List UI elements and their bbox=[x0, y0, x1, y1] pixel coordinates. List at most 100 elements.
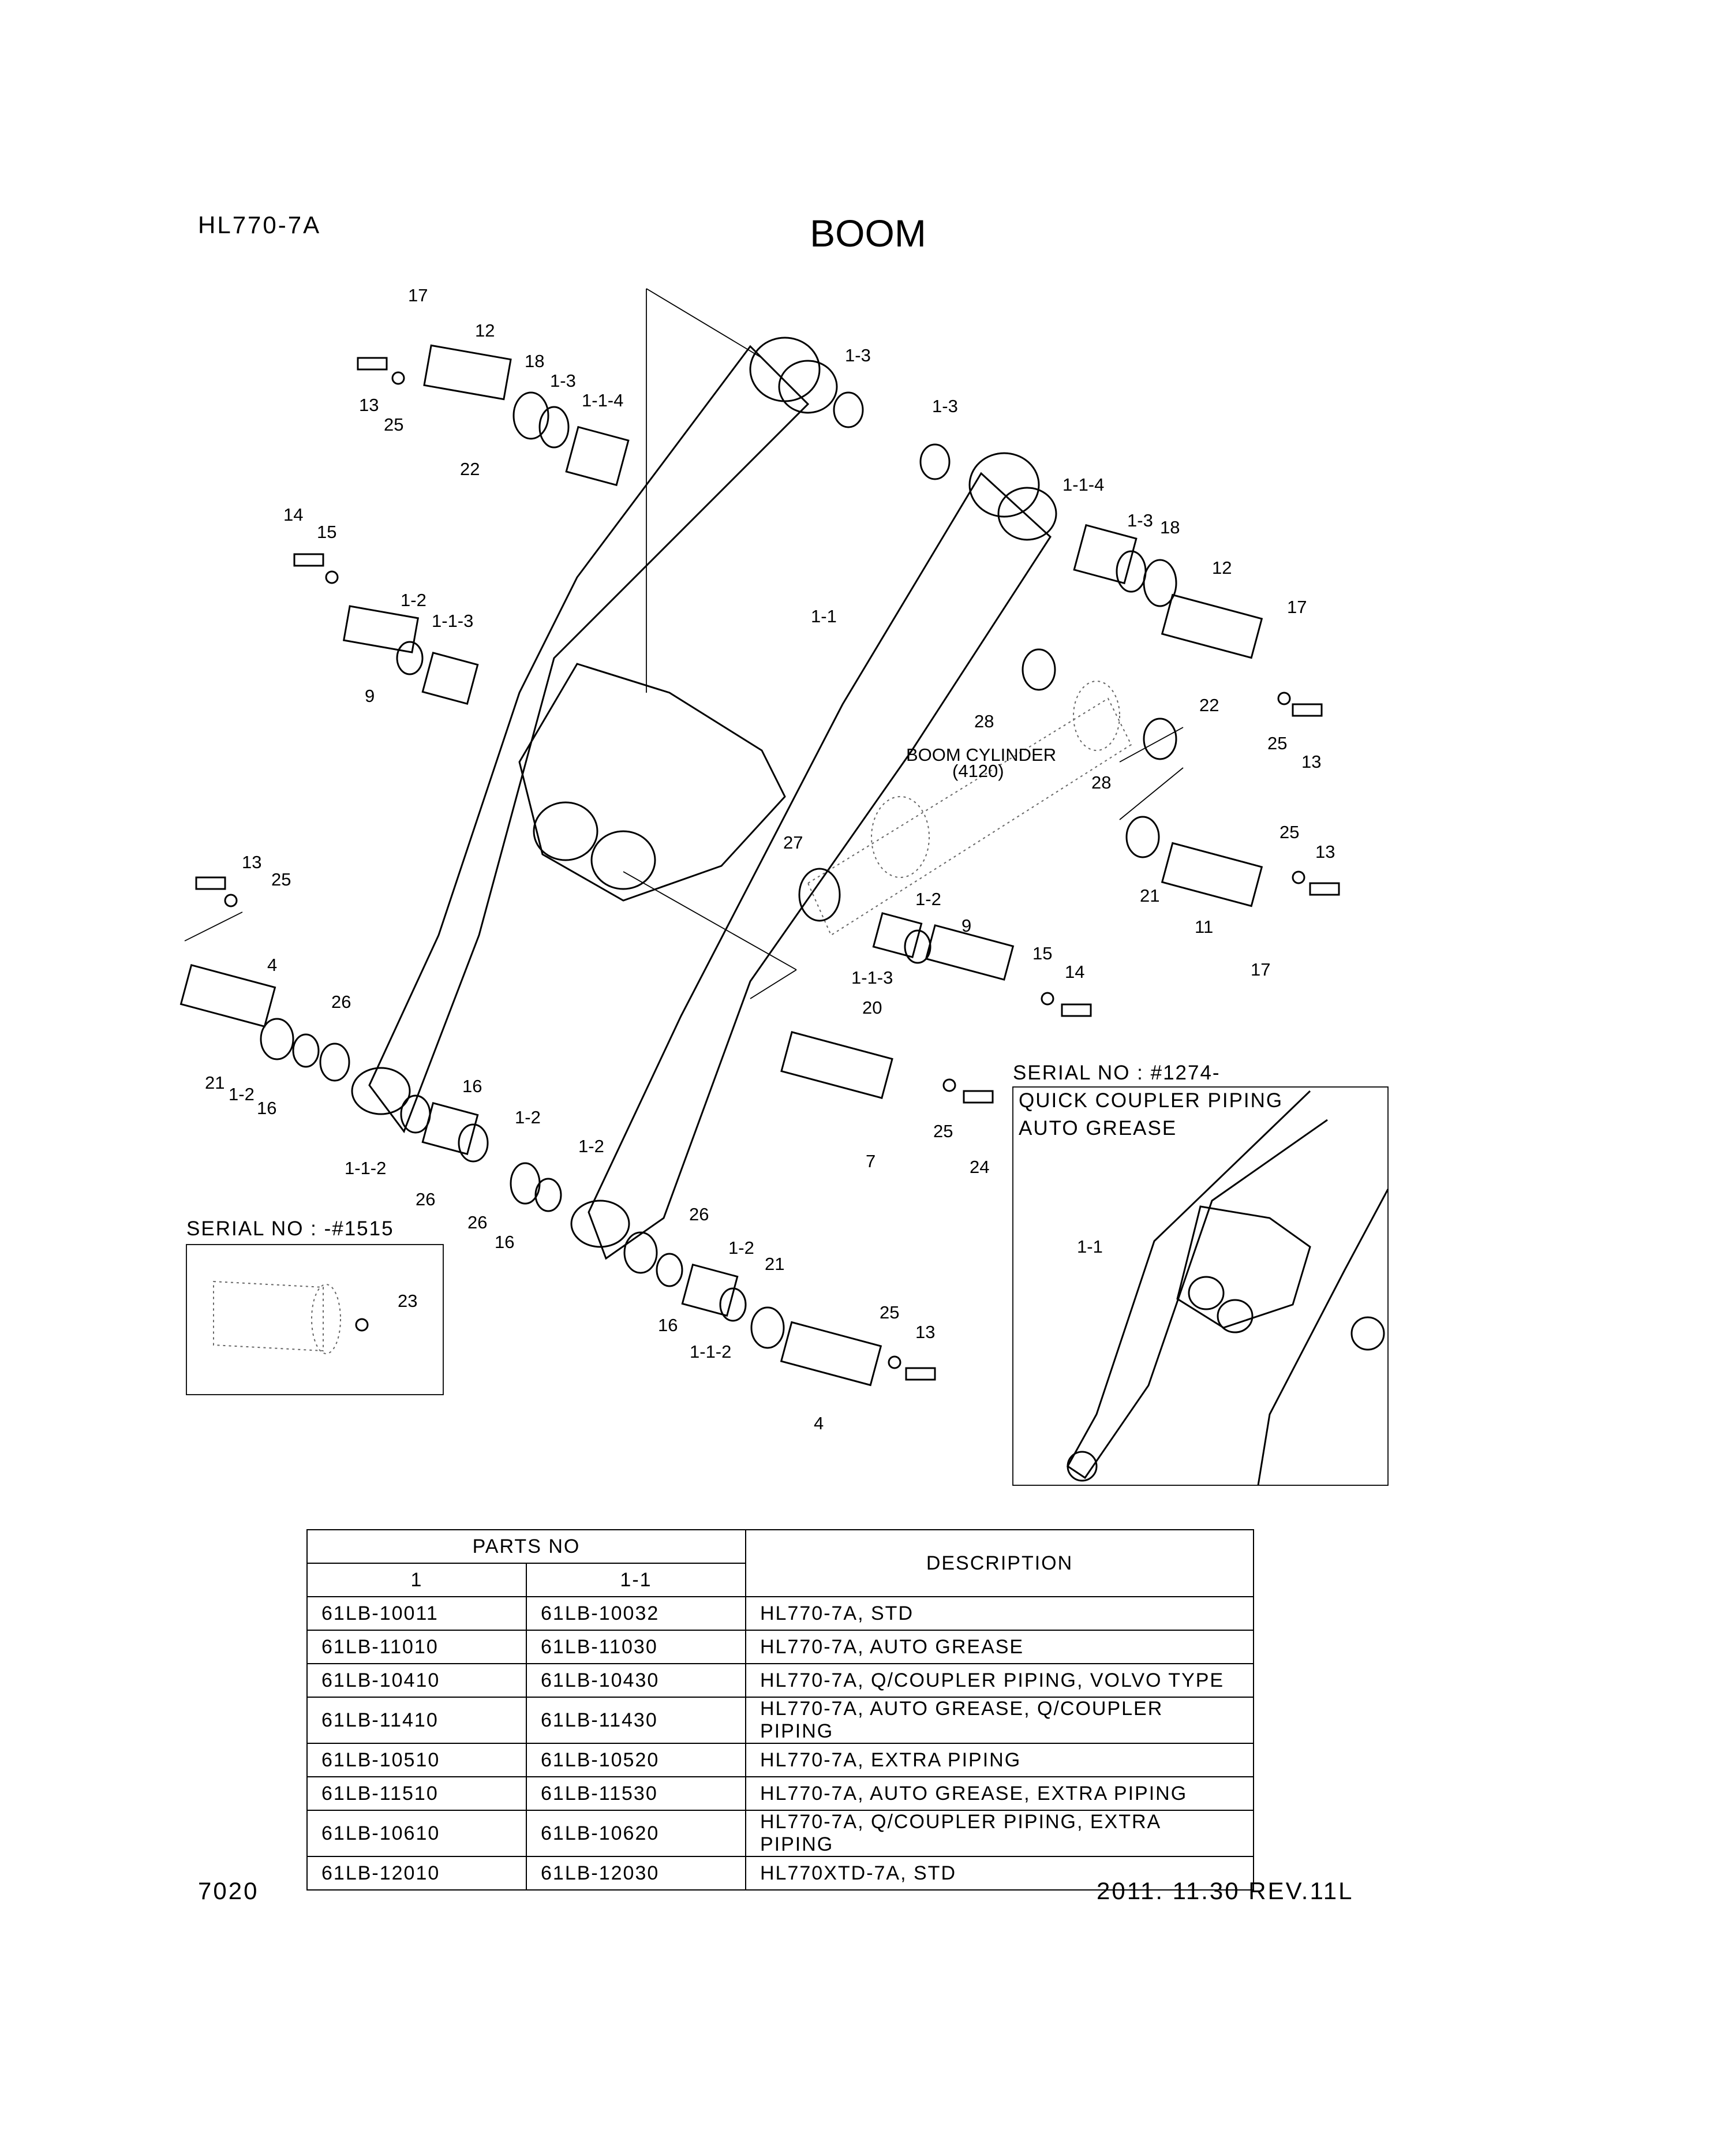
callout-labels: 17 12 13 25 22 18 1-3 1-1-4 1-3 1-3 1-1-… bbox=[205, 285, 1335, 1433]
cross-member bbox=[518, 663, 786, 902]
callout: 13 bbox=[359, 395, 379, 415]
callout: 12 bbox=[475, 320, 495, 341]
inset-box-right bbox=[1012, 1086, 1389, 1486]
callout: 22 bbox=[1199, 695, 1219, 715]
callout: 1-2 bbox=[401, 590, 426, 610]
callout: 1-3 bbox=[550, 371, 576, 391]
callout: 26 bbox=[689, 1204, 709, 1224]
serial-right-label: SERIAL NO : #1274- bbox=[1013, 1062, 1221, 1084]
callout: 27 bbox=[783, 832, 803, 853]
right-boom-arm bbox=[570, 452, 1057, 1260]
cell-part1: 61LB-11410 bbox=[306, 1697, 527, 1744]
cell-part1: 61LB-10011 bbox=[306, 1596, 527, 1631]
callout: 1-2 bbox=[578, 1136, 604, 1156]
callout: 1-1-3 bbox=[851, 967, 893, 988]
table-header-row: PARTS NO DESCRIPTION bbox=[306, 1529, 1254, 1597]
callout: 28 bbox=[974, 711, 994, 731]
description-header: DESCRIPTION bbox=[745, 1529, 1254, 1597]
inset-serial-left: SERIAL NO : -#1515 bbox=[186, 1217, 444, 1395]
inset-serial-right: SERIAL NO : #1274- QUICK COUPLER PIPING … bbox=[1012, 1062, 1389, 1486]
cell-desc: HL770-7A, AUTO GREASE, EXTRA PIPING bbox=[745, 1776, 1254, 1811]
callout: 25 bbox=[1279, 822, 1299, 842]
callout: 26 bbox=[416, 1189, 435, 1209]
callout: 1-1 bbox=[811, 606, 837, 626]
bolts-and-washers bbox=[195, 357, 1340, 1381]
callout: 25 bbox=[880, 1302, 899, 1322]
callout: 1-3 bbox=[932, 396, 958, 416]
callout: 25 bbox=[1267, 733, 1287, 753]
callout: 21 bbox=[765, 1254, 784, 1274]
callout: 11 bbox=[1195, 917, 1213, 937]
callout: 14 bbox=[1065, 962, 1084, 982]
right-box-line2: AUTO GREASE bbox=[1019, 1117, 1177, 1140]
callout: BOOM CYLINDER bbox=[906, 745, 1056, 765]
callout: 25 bbox=[384, 414, 403, 435]
bushings-and-rings bbox=[260, 391, 1177, 1349]
leader-lines bbox=[184, 288, 1184, 999]
callout: (4120) bbox=[952, 761, 1004, 781]
col2-header: 1-1 bbox=[526, 1563, 746, 1597]
cell-desc: HL770XTD-7A, STD bbox=[745, 1856, 1254, 1891]
callout: 17 bbox=[1251, 959, 1270, 980]
callout: 21 bbox=[205, 1073, 225, 1093]
callout: 25 bbox=[933, 1121, 953, 1141]
callout: 1-1-2 bbox=[690, 1342, 731, 1362]
callout: 4 bbox=[267, 955, 277, 975]
callout: 9 bbox=[961, 916, 971, 936]
callout: 17 bbox=[408, 285, 428, 305]
page-number: 7020 bbox=[198, 1877, 259, 1904]
cell-part2: 61LB-11530 bbox=[526, 1776, 746, 1811]
cell-part1: 61LB-10610 bbox=[306, 1810, 527, 1857]
model-name: HL770-7A bbox=[198, 211, 321, 238]
inset-box-left bbox=[186, 1244, 444, 1395]
cell-part2: 61LB-11430 bbox=[526, 1697, 746, 1744]
callout: 18 bbox=[1160, 517, 1180, 537]
callout: 1-2 bbox=[515, 1107, 541, 1127]
boom-cylinder bbox=[807, 681, 1132, 936]
callout: 13 bbox=[915, 1322, 935, 1342]
col1-header: 1 bbox=[306, 1563, 527, 1597]
callout: 20 bbox=[862, 997, 882, 1018]
callout: 1-2 bbox=[915, 889, 941, 909]
callout: 13 bbox=[242, 852, 261, 872]
callout: 15 bbox=[317, 522, 336, 542]
callout: 28 bbox=[1091, 772, 1111, 793]
callout: 1-1-2 bbox=[345, 1158, 386, 1178]
serial-left-label: SERIAL NO : -#1515 bbox=[186, 1217, 394, 1240]
callout: 26 bbox=[331, 992, 351, 1012]
callout: 13 bbox=[1301, 752, 1321, 772]
callout: 1-3 bbox=[845, 345, 871, 365]
cell-part1: 61LB-11010 bbox=[306, 1630, 527, 1664]
callout: 21 bbox=[1140, 886, 1159, 906]
cell-part2: 61LB-10520 bbox=[526, 1743, 746, 1777]
callout: 1-1-3 bbox=[432, 611, 473, 631]
callout: 16 bbox=[462, 1076, 482, 1096]
cell-part2: 61LB-12030 bbox=[526, 1856, 746, 1891]
cell-part1: 61LB-10410 bbox=[306, 1663, 527, 1698]
callout: 7 bbox=[866, 1151, 876, 1171]
parts-no-header: PARTS NO bbox=[306, 1529, 746, 1564]
cell-desc: HL770-7A, AUTO GREASE, Q/COUPLER PIPING bbox=[745, 1697, 1254, 1744]
callout: 15 bbox=[1032, 943, 1052, 963]
cell-part2: 61LB-10430 bbox=[526, 1663, 746, 1698]
cell-part2: 61LB-10032 bbox=[526, 1596, 746, 1631]
callout: 14 bbox=[283, 505, 303, 525]
callout: 16 bbox=[495, 1232, 514, 1252]
callout: 1-1-4 bbox=[1062, 475, 1104, 495]
callout: 1-1 bbox=[1077, 1236, 1103, 1257]
callout: 24 bbox=[970, 1157, 989, 1177]
callout: 1-2 bbox=[728, 1238, 754, 1258]
callout: 16 bbox=[257, 1098, 276, 1118]
callout: 22 bbox=[460, 459, 480, 479]
callout: 18 bbox=[525, 351, 544, 371]
right-box-line1: QUICK COUPLER PIPING bbox=[1019, 1089, 1283, 1112]
cell-part2: 61LB-10620 bbox=[526, 1810, 746, 1857]
